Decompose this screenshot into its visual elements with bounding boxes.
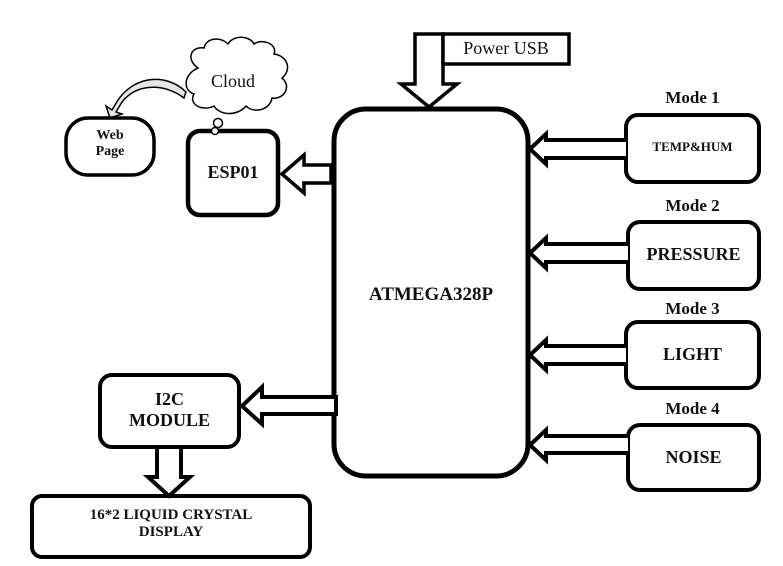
mcu-block	[331, 106, 531, 479]
sensor-label-4: NOISE	[665, 447, 722, 467]
sensor-arrow-4	[527, 425, 628, 465]
sensor-label-3: LIGHT	[662, 344, 723, 364]
sensor-label-2: PRESSURE	[646, 244, 741, 264]
i2c-label: I2C MODULE	[100, 389, 239, 430]
webpage-label-line2: Page	[95, 144, 125, 160]
mode-title-1: Mode 1	[665, 88, 720, 107]
mode-title-3: Mode 3	[665, 299, 720, 318]
power-label: Power USB	[463, 38, 549, 58]
lcd-block	[30, 494, 312, 559]
esp-block	[185, 128, 281, 218]
cloud-shape	[185, 36, 289, 115]
cloud-bubble-large	[212, 117, 224, 129]
sensor-arrow-1	[527, 129, 626, 169]
power-label-box	[441, 32, 571, 66]
webpage-block	[64, 116, 156, 177]
sensor-block-4	[626, 423, 761, 492]
webpage-label: Web Page	[66, 128, 154, 160]
lcd-label-line2: DISPLAY	[138, 524, 204, 541]
mcu-to-i2c-arrow	[239, 382, 338, 429]
cloud-label: Cloud	[210, 71, 255, 91]
esp-label: ESP01	[207, 162, 259, 182]
i2c-label-line1: I2C	[154, 389, 184, 409]
cloud-to-webpage-arrow	[104, 78, 187, 119]
mode-title-4: Mode 4	[665, 399, 720, 418]
lcd-label: 16*2 LIQUID CRYSTAL DISPLAY	[32, 507, 310, 542]
webpage-label-line1: Web	[96, 128, 124, 143]
sensor-arrow-2	[527, 233, 628, 273]
sensor-label-1: TEMP&HUM	[652, 139, 733, 154]
mcu-label: ATMEGA328P	[368, 284, 494, 305]
cloud-bubble-small	[210, 126, 220, 136]
mcu-to-esp-arrow	[279, 151, 333, 197]
i2c-to-lcd-arrow	[142, 445, 196, 499]
mode-title-2: Mode 2	[665, 196, 720, 215]
sensor-arrow-3	[527, 335, 626, 375]
i2c-label-line2: MODULE	[129, 409, 210, 430]
lcd-label-line1: 16*2 LIQUID CRYSTAL	[89, 507, 253, 523]
